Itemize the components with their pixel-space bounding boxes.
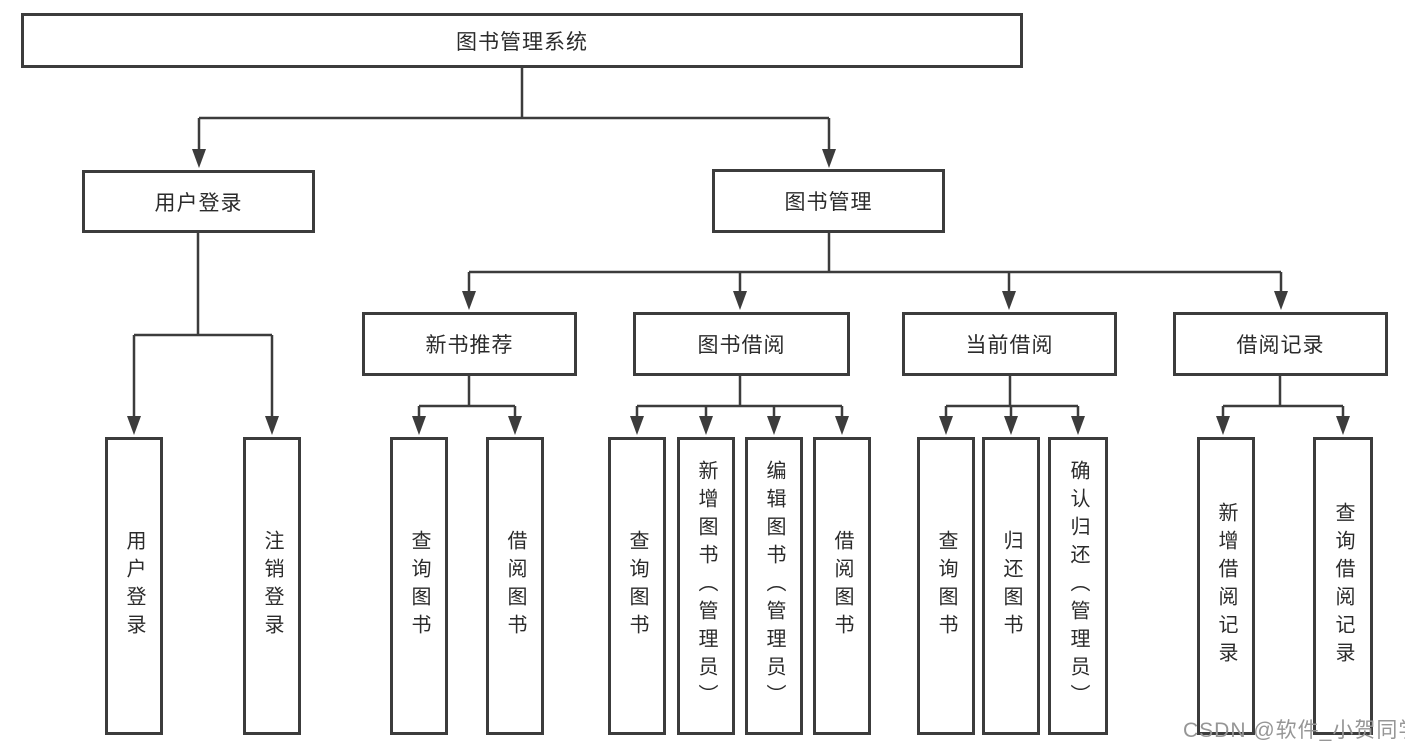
node-borrow-records: 借阅记录 [1173, 312, 1388, 376]
leaf-borrow-book-2-label: 借阅图书 [831, 530, 853, 642]
leaf-logout: 注销登录 [243, 437, 301, 735]
leaf-logout-label: 注销登录 [261, 530, 283, 642]
leaf-query-book-1-label: 查询图书 [408, 530, 430, 642]
leaf-query-record-label: 查询借阅记录 [1332, 502, 1354, 670]
leaf-add-record-label: 新增借阅记录 [1215, 502, 1237, 670]
node-current-borrow-label: 当前借阅 [965, 334, 1054, 357]
leaf-query-book-2-label: 查询图书 [626, 530, 648, 642]
leaf-borrow-book-under-new-book: 借阅图书 [486, 437, 544, 735]
leaf-query-borrow-record: 查询借阅记录 [1313, 437, 1373, 735]
node-book-borrowing: 图书借阅 [633, 312, 850, 376]
leaf-query-book-under-current: 查询图书 [917, 437, 975, 735]
leaf-query-book-under-new-book: 查询图书 [390, 437, 448, 735]
leaf-query-book-3-label: 查询图书 [935, 530, 957, 642]
leaf-user-login-label: 用户登录 [123, 530, 145, 642]
node-user-login-label: 用户登录 [154, 191, 243, 215]
node-current-borrow: 当前借阅 [902, 312, 1117, 376]
leaf-edit-book-admin: 编辑图书（管理员） [745, 437, 803, 735]
leaf-add-book-admin: 新增图书（管理员） [677, 437, 735, 735]
leaf-query-book-under-borrowing: 查询图书 [608, 437, 666, 735]
node-book-management: 图书管理 [712, 169, 945, 233]
arrowheads [127, 149, 1350, 435]
node-library-system-label: 图书管理系统 [456, 30, 588, 54]
leaf-confirm-return-label: 确认归还（管理员） [1067, 460, 1089, 712]
node-library-system: 图书管理系统 [21, 13, 1023, 68]
node-borrow-records-label: 借阅记录 [1236, 334, 1325, 357]
leaf-return-book: 归还图书 [982, 437, 1040, 735]
node-book-borrowing-label: 图书借阅 [697, 334, 786, 357]
node-new-book-recommend: 新书推荐 [362, 312, 577, 376]
node-new-book-recommend-label: 新书推荐 [425, 334, 514, 357]
csdn-watermark: CSDN @软件_小贺同学 [1183, 719, 1405, 742]
leaf-borrow-book-1-label: 借阅图书 [504, 530, 526, 642]
leaf-user-login: 用户登录 [105, 437, 163, 735]
leaf-add-borrow-record: 新增借阅记录 [1197, 437, 1255, 735]
leaf-confirm-return-admin: 确认归还（管理员） [1048, 437, 1108, 735]
node-book-management-label: 图书管理 [784, 191, 873, 214]
leaf-return-book-label: 归还图书 [1000, 530, 1022, 642]
leaf-edit-book-label: 编辑图书（管理员） [763, 460, 785, 712]
leaf-borrow-book-under-borrowing: 借阅图书 [813, 437, 871, 735]
node-user-login: 用户登录 [82, 170, 315, 233]
leaf-add-book-label: 新增图书（管理员） [695, 460, 717, 712]
